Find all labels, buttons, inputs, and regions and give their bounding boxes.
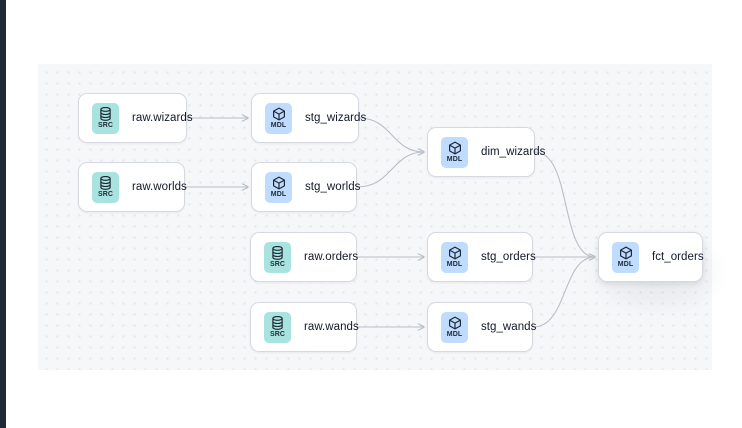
node-label: dim_wizards [481, 146, 546, 158]
node-stg_orders[interactable]: MDL stg_orders [427, 232, 536, 282]
database-icon-glyph [100, 107, 111, 121]
node-label: stg_worlds [305, 181, 361, 193]
node-stg_wands[interactable]: MDL stg_wands [427, 302, 537, 352]
node-raw_wizards[interactable]: SRC raw.wizards [78, 93, 193, 143]
node-kind-label: SRC [97, 122, 114, 129]
database-icon: SRC [92, 171, 119, 203]
database-icon: SRC [264, 311, 291, 343]
cube-icon: MDL [265, 102, 292, 134]
node-label: fct_orders [652, 251, 704, 263]
cube-icon: MDL [441, 136, 468, 168]
node-kind-label: MDL [446, 156, 463, 163]
cube-icon-glyph [448, 316, 461, 330]
cube-icon: MDL [265, 171, 292, 203]
node-kind-label: MDL [446, 261, 463, 268]
cube-icon-glyph [448, 141, 461, 155]
node-dim_wizards[interactable]: MDL dim_wizards [427, 127, 545, 177]
cube-icon: MDL [441, 241, 468, 273]
cube-icon-glyph [272, 107, 285, 121]
node-label: raw.wands [304, 321, 359, 333]
node-kind-label: MDL [270, 191, 287, 198]
cube-icon-glyph [619, 246, 632, 260]
node-label: stg_wands [481, 321, 537, 333]
node-label: raw.orders [304, 251, 359, 263]
database-icon: SRC [264, 241, 291, 273]
node-label: stg_orders [481, 251, 536, 263]
database-icon-glyph [272, 246, 283, 260]
node-raw_wands[interactable]: SRC raw.wands [250, 302, 359, 352]
left-edge-rail [0, 0, 6, 428]
node-fct_orders[interactable]: MDL fct_orders [598, 232, 704, 282]
node-kind-label: MDL [270, 122, 287, 129]
node-label: raw.wizards [132, 112, 193, 124]
node-raw_orders[interactable]: SRC raw.orders [250, 232, 359, 282]
node-label: stg_wizards [305, 112, 367, 124]
node-label: raw.worlds [132, 181, 187, 193]
node-kind-label: SRC [269, 331, 286, 338]
node-stg_wizards[interactable]: MDL stg_wizards [251, 93, 366, 143]
node-kind-label: SRC [97, 191, 114, 198]
database-icon-glyph [100, 176, 111, 190]
node-raw_worlds[interactable]: SRC raw.worlds [78, 162, 187, 212]
node-stg_worlds[interactable]: MDL stg_worlds [251, 162, 361, 212]
cube-icon-glyph [448, 246, 461, 260]
database-icon: SRC [92, 102, 119, 134]
node-kind-label: MDL [617, 261, 634, 268]
cube-icon: MDL [441, 311, 468, 343]
node-kind-label: MDL [446, 331, 463, 338]
cube-icon: MDL [612, 241, 639, 273]
database-icon-glyph [272, 316, 283, 330]
cube-icon-glyph [272, 176, 285, 190]
node-kind-label: SRC [269, 261, 286, 268]
